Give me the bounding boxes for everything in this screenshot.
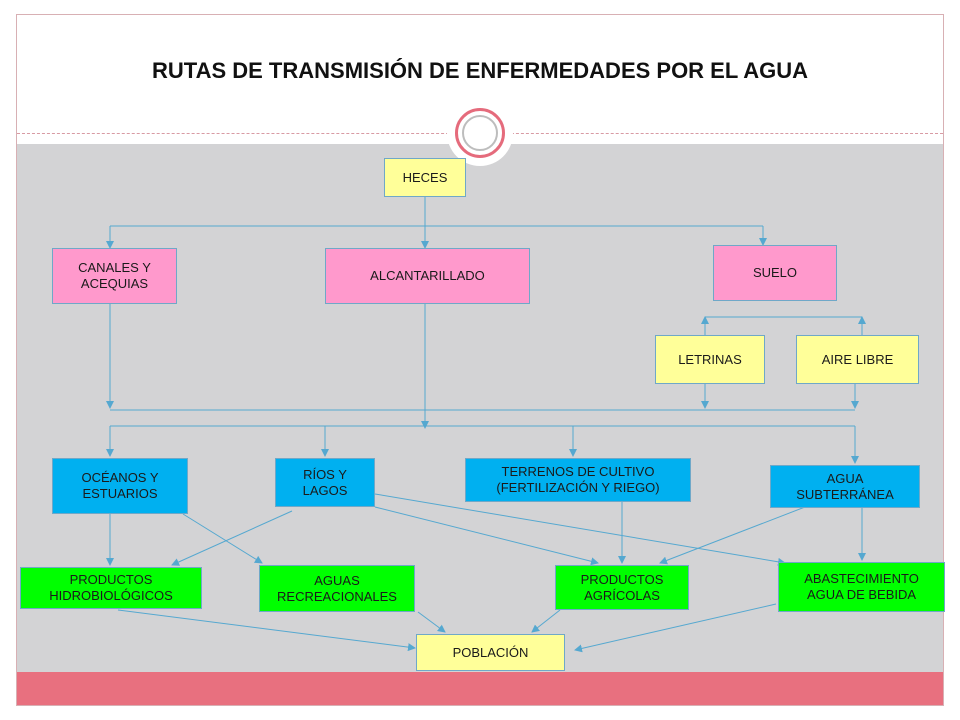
connector-agricolas-to-poblacion [531,609,561,633]
connector-oceanos-to-recreacionales [182,513,263,564]
decorative-ring-inner [462,115,498,151]
connector-recreacionales-to-poblacion [417,611,446,633]
node-poblacion: POBLACIÓN [416,634,565,671]
node-productos-hidrobiologicos: PRODUCTOS HIDROBIOLÓGICOS [20,567,202,609]
node-aire-libre: AIRE LIBRE [796,335,919,384]
node-letrinas: LETRINAS [655,335,765,384]
node-productos-agricolas: PRODUCTOS AGRÍCOLAS [555,565,689,610]
connector-rios-to-agricolas [374,506,599,566]
node-canales-acequias: CANALES Y ACEQUIAS [52,248,177,304]
node-terrenos-cultivo: TERRENOS DE CULTIVO (FERTILIZACIÓN Y RIE… [465,458,691,502]
decorative-ring-outer [455,108,505,158]
connector-subterranea-to-agricolas [659,506,806,565]
node-heces: HECES [384,158,466,197]
node-alcantarillado: ALCANTARILLADO [325,248,530,304]
connector-rios-to-abastecimiento [374,493,786,566]
node-agua-subterranea: AGUA SUBTERRÁNEA [770,465,920,508]
connector-abastecimiento-to-poblacion [574,603,777,653]
connector-hidro-to-poblacion [117,609,416,652]
footer-band [17,672,943,705]
node-abastecimiento-agua: ABASTECIMIENTO AGUA DE BEBIDA [778,562,945,612]
node-oceanos-estuarios: OCÉANOS Y ESTUARIOS [52,458,188,514]
node-rios-lagos: RÍOS Y LAGOS [275,458,375,507]
node-aguas-recreacionales: AGUAS RECREACIONALES [259,565,415,612]
slide-title: RUTAS DE TRANSMISIÓN DE ENFERMEDADES POR… [152,58,808,83]
node-suelo: SUELO [713,245,837,301]
connector-rios-to-hidro [171,510,293,566]
